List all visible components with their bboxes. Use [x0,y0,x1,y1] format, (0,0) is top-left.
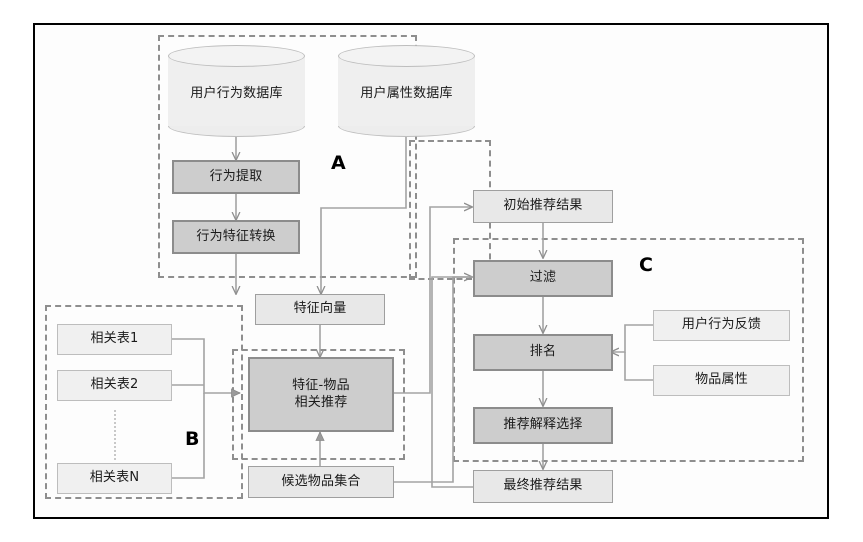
node-relation-table-1[interactable]: 相关表1 [57,324,172,355]
node-label: 相关表2 [90,377,139,393]
cylinder-top [168,45,305,67]
datastore-user-attribute-db: 用户属性数据库 [338,45,475,137]
node-label: 特征向量 [293,301,347,317]
group-a-label: A [331,152,346,174]
group-a-boundary [158,35,417,278]
node-label: 行为提取 [209,168,263,184]
node-label: 相关表1 [90,331,139,347]
node-label: 候选物品集合 [281,473,361,489]
node-candidate-item-set[interactable]: 候选物品集合 [248,466,394,498]
node-relation-table-n[interactable]: 相关表N [57,463,172,494]
datastore-label: 用户属性数据库 [360,85,453,101]
node-relation-table-2[interactable]: 相关表2 [57,370,172,401]
datastore-user-behavior-db: 用户行为数据库 [168,45,305,137]
cylinder-cap [338,56,475,126]
node-label-line-1: 特征-物品 [292,378,350,394]
node-recommend-explanation-select[interactable]: 推荐解释选择 [473,407,613,444]
node-filter[interactable]: 过滤 [473,260,613,297]
node-label: 行为特征转换 [196,228,276,244]
node-feature-item-recommend[interactable]: 特征-物品 相关推荐 [248,357,394,432]
node-label: 物品属性 [695,372,748,388]
node-behavior-feature-transform[interactable]: 行为特征转换 [172,220,300,254]
node-label-line-2: 相关推荐 [294,394,348,410]
node-item-attribute[interactable]: 物品属性 [653,365,790,396]
node-label: 排名 [529,344,557,360]
node-initial-recommend-result[interactable]: 初始推荐结果 [473,190,613,223]
relation-table-ellipsis [114,410,116,460]
group-b-label: B [185,428,200,450]
group-c-label: C [639,254,653,276]
node-label: 相关表N [89,470,140,486]
node-label: 最终推荐结果 [503,478,583,494]
node-label: 推荐解释选择 [503,417,583,433]
node-behavior-extraction[interactable]: 行为提取 [172,160,300,194]
node-label: 初始推荐结果 [503,198,583,214]
node-label: 过滤 [529,270,557,286]
cylinder-top [338,45,475,67]
node-final-recommend-result[interactable]: 最终推荐结果 [473,470,613,503]
node-label: 用户行为反馈 [681,317,762,333]
node-feature-vector[interactable]: 特征向量 [255,294,385,325]
node-user-behavior-feedback[interactable]: 用户行为反馈 [653,310,790,341]
datastore-label: 用户行为数据库 [190,85,283,101]
node-ranking[interactable]: 排名 [473,334,613,371]
group-b-boundary [45,305,243,499]
cylinder-cap [168,56,305,126]
